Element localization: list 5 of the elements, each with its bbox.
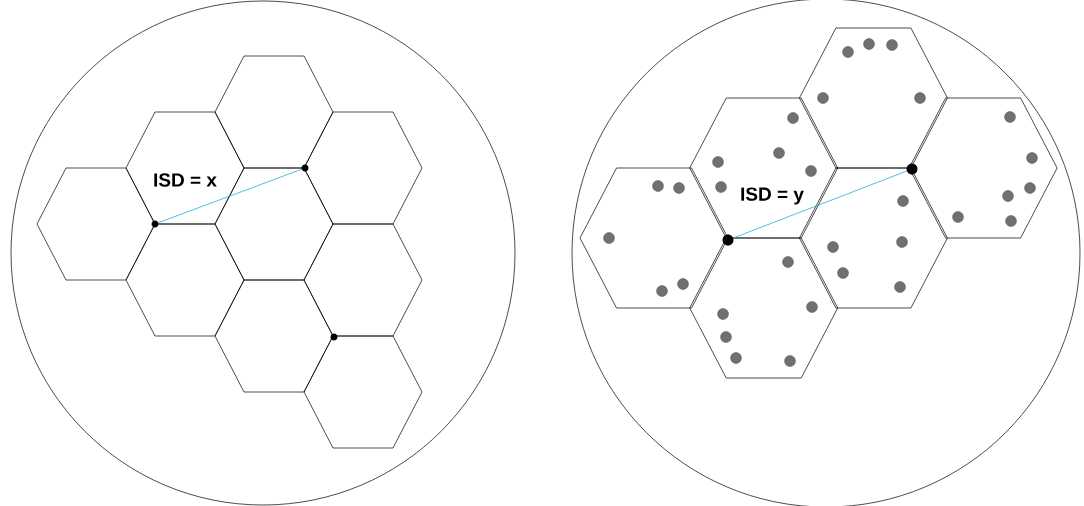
- distance-line: [732, 170, 908, 239]
- edge-label: ISD = x: [154, 173, 217, 187]
- coverage-circle: [10, 0, 516, 506]
- distance-line: [158, 168, 302, 224]
- edge-label: ISD = y: [741, 187, 804, 205]
